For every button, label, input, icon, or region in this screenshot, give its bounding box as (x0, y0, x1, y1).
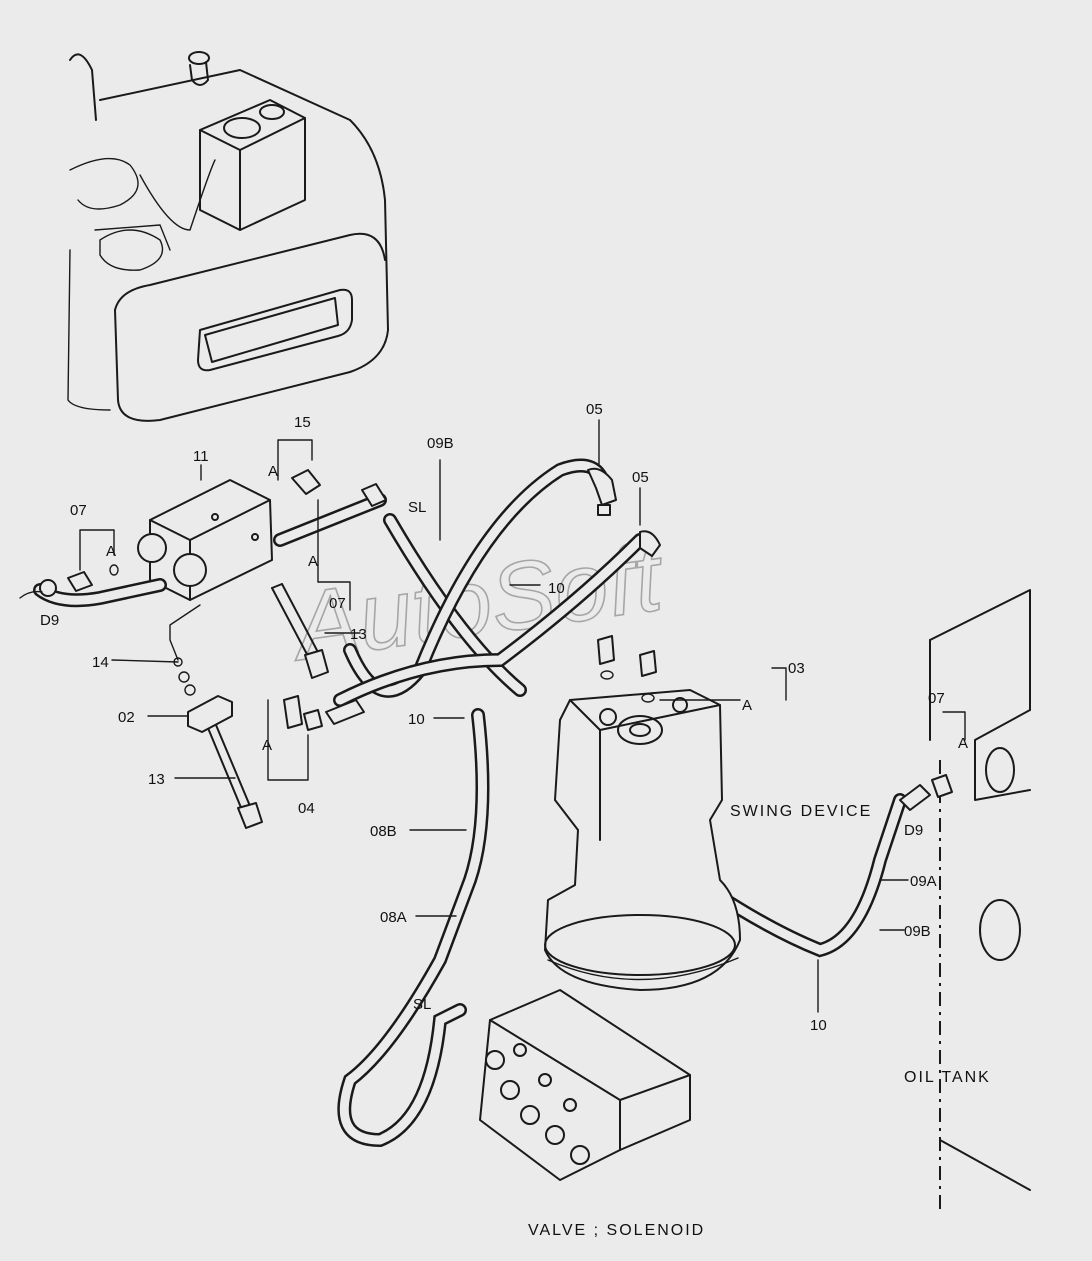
label-d9-left: D9 (40, 612, 59, 629)
label-13-b: 13 (148, 771, 165, 788)
hose-09b-top (383, 513, 527, 697)
label-07-left: 07 (70, 502, 87, 519)
label-sl-bottom: SL (413, 996, 431, 1013)
leader-lines (79, 419, 966, 1013)
label-05-b: 05 (632, 469, 649, 486)
label-14: 14 (92, 654, 109, 671)
label-a-3: A (308, 553, 318, 570)
label-07-right: 07 (928, 690, 945, 707)
label-08b: 08B (370, 823, 397, 840)
diagram-caption: VALVE ; SOLENOID (528, 1222, 705, 1239)
label-13-a: 13 (350, 626, 367, 643)
label-07-mid: 07 (329, 595, 346, 612)
adapter-07-left (67, 564, 119, 592)
hose-d9-left (19, 578, 167, 608)
label-10-top: 10 (548, 580, 565, 597)
label-09b-right: 09B (904, 923, 931, 940)
elbow-fitting-15 (291, 469, 387, 507)
label-10-bottom: 10 (810, 1017, 827, 1034)
solenoid-valve-block (137, 479, 273, 601)
oil-tank (929, 589, 1031, 1210)
label-a-1: A (268, 463, 278, 480)
solenoid-02 (169, 604, 233, 733)
hose-05-upper (343, 458, 612, 698)
label-02: 02 (118, 709, 135, 726)
swing-device (544, 689, 741, 991)
label-04: 04 (298, 800, 315, 817)
control-valve (479, 989, 691, 1181)
label-15: 15 (294, 414, 311, 431)
label-09b-top: 09B (427, 435, 454, 452)
label-05-a: 05 (586, 401, 603, 418)
label-swing-device: SWING DEVICE (730, 803, 872, 820)
label-sl-top: SL (408, 499, 426, 516)
label-11: 11 (193, 448, 209, 465)
label-a-6: A (958, 735, 968, 752)
label-09a: 09A (910, 873, 937, 890)
fitting-03 (597, 635, 657, 703)
hose-09a-09b-right (703, 784, 931, 958)
label-a-2: A (106, 543, 116, 560)
label-d9-right: D9 (904, 822, 923, 839)
adapter-04 (283, 695, 365, 731)
hose-08b-08a (337, 708, 490, 1148)
bolt-13-lower (207, 724, 263, 829)
label-08a: 08A (380, 909, 407, 926)
label-oil-tank: OIL TANK (904, 1069, 991, 1086)
elbow-fitting-05 (587, 467, 661, 557)
label-03: 03 (788, 660, 805, 677)
label-10-mid: 10 (408, 711, 425, 728)
bolt-13-upper (271, 583, 329, 679)
label-a-4: A (262, 737, 272, 754)
label-a-5: A (742, 697, 752, 714)
hose-05-lower (333, 533, 647, 707)
hose-connector-upper (273, 493, 387, 547)
machine-body-illustration (67, 51, 389, 422)
